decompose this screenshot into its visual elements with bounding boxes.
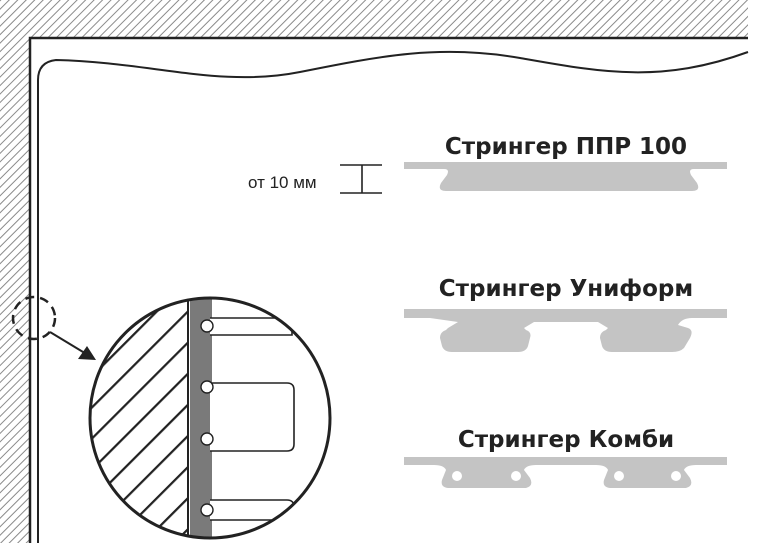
stringer-kombi-profile [404,457,727,488]
stringer-kombi-slot [452,471,462,481]
callout-arrow [49,331,96,360]
floor-section-outline [37,50,749,543]
stringer-ppr100-title: Стрингер ППР 100 [445,134,687,160]
stringer-ppr100: Стрингер ППР 100 [404,134,727,191]
stringer-kombi: Стрингер Комби [404,427,727,488]
stringer-uniform-title: Стрингер Униформ [439,276,693,302]
wall-hatch [0,0,748,543]
dimension-marker: от 10 мм [248,164,382,194]
callout-circle [11,295,57,341]
stringer-ppr100-profile [404,162,727,191]
stringer-kombi-slot [671,471,681,481]
stringer-uniform-profile [404,309,727,352]
stringer-kombi-slot [614,471,624,481]
stringer-uniform: Стрингер Униформ [404,276,727,352]
stringer-kombi-title: Стрингер Комби [458,427,674,453]
stringer-kombi-slot [511,471,521,481]
dimension-label: от 10 мм [248,173,317,192]
zoom-detail [88,296,332,540]
